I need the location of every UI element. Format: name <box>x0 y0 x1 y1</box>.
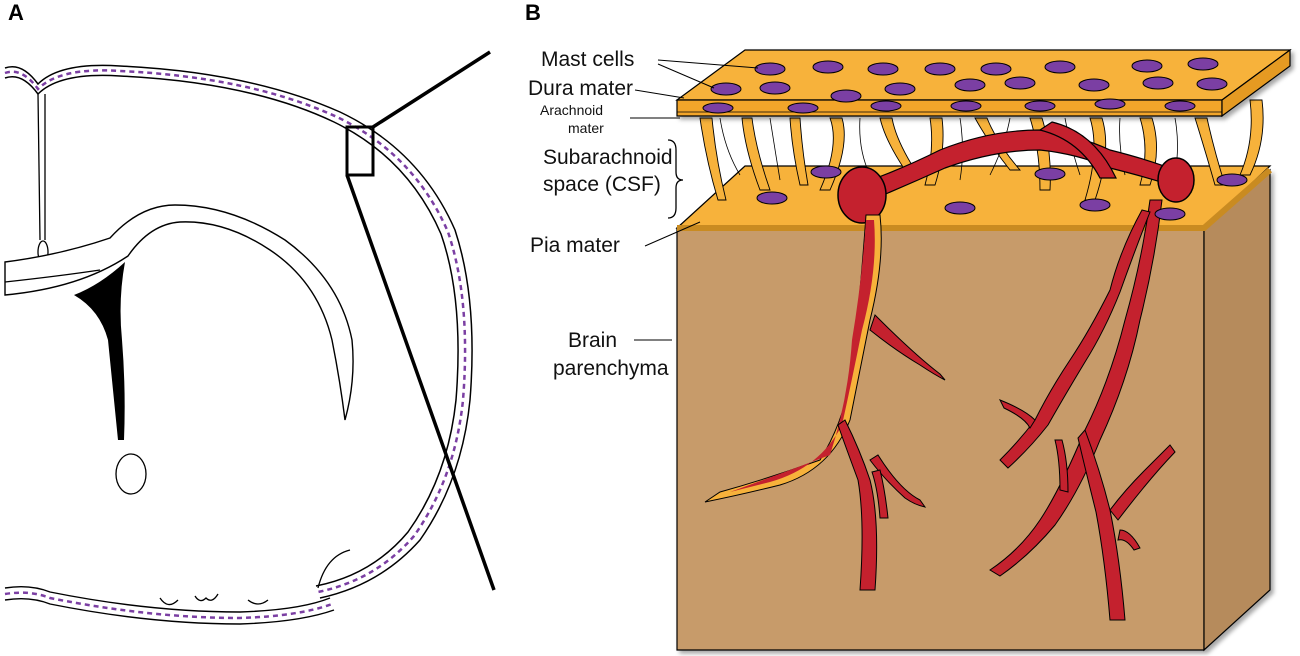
callosum-line <box>4 269 101 283</box>
label-mast-cells: Mast cells <box>541 48 634 71</box>
mast-cell <box>830 89 862 103</box>
mast-cells-dura <box>702 57 1228 114</box>
mast-cell <box>944 201 976 215</box>
label-brain-line2: parenchyma <box>553 357 669 380</box>
mast-cell <box>1079 198 1111 212</box>
vessel-cross-section-right <box>1157 157 1195 203</box>
surface-vessel-branch <box>1038 121 1117 179</box>
mast-cell <box>1094 98 1126 110</box>
mast-cell <box>702 102 734 114</box>
label-pia-mater: Pia mater <box>530 234 620 257</box>
pia-front-edge <box>677 167 1272 231</box>
mast-cell <box>950 100 982 112</box>
ventral-bulge <box>317 549 351 589</box>
mast-cell <box>1216 173 1248 187</box>
label-arachnoid-line2: mater <box>568 120 604 136</box>
label-subarachnoid-line2: space (CSF) <box>543 173 661 196</box>
small-oval-bottom <box>115 453 147 495</box>
brain-outline-inner <box>4 74 459 587</box>
mast-cell <box>1164 100 1196 112</box>
ventral-surface <box>4 585 331 613</box>
white-matter-arc <box>4 204 354 421</box>
zoom-box <box>345 125 375 177</box>
penetrating-vessel-right <box>989 199 1176 621</box>
label-brain-line1: Brain <box>568 329 617 352</box>
panel-a-letter: A <box>8 0 24 25</box>
penetrating-vessel-left <box>704 214 946 591</box>
panel-b: B <box>525 0 1292 652</box>
mast-cell <box>756 191 788 205</box>
mast-cell <box>810 165 842 179</box>
leader-pia-mater <box>644 221 701 247</box>
mast-cell <box>1154 207 1186 221</box>
mast-cell <box>812 60 844 74</box>
subarachnoid-brace <box>667 139 684 219</box>
dura-side <box>1221 48 1291 118</box>
mast-cell <box>867 62 899 76</box>
mast-cell <box>1196 77 1228 91</box>
mast-cell <box>884 82 916 96</box>
mast-cell <box>954 78 986 92</box>
label-dura-mater: Dura mater <box>528 77 633 100</box>
block-front <box>676 227 1205 651</box>
block-side <box>1203 168 1271 652</box>
mast-cell <box>1078 78 1110 92</box>
mast-cells-pia <box>756 165 1248 221</box>
dura-front <box>676 99 1223 117</box>
mast-cell <box>980 62 1012 76</box>
meninges-band <box>4 69 467 594</box>
mast-cell <box>1131 59 1163 73</box>
panel-a: A <box>4 0 496 625</box>
label-arachnoid-line1: Arachnoid <box>540 102 603 118</box>
midline <box>37 93 46 241</box>
ventral-surface-inner <box>4 597 335 625</box>
mast-cell <box>1004 76 1036 90</box>
leader-mast-cells-1 <box>657 59 759 69</box>
mast-cell <box>1024 100 1056 112</box>
mast-cell <box>759 81 791 95</box>
mast-cell <box>710 82 742 96</box>
brain-block <box>676 168 1271 652</box>
mast-cell <box>1044 60 1076 74</box>
label-subarachnoid-line1: Subarachnoid <box>543 146 673 169</box>
mast-cell <box>1142 76 1174 90</box>
leader-mast-cells-2 <box>657 63 715 89</box>
mast-cell <box>1034 167 1066 181</box>
vessel-cross-section-left <box>837 166 887 224</box>
ventral-meninges <box>4 591 333 620</box>
mast-cell <box>1187 57 1219 71</box>
mast-cell <box>787 102 819 114</box>
mast-cell <box>870 100 902 112</box>
lateral-ventricle <box>74 262 125 440</box>
zoom-line-top <box>372 50 491 129</box>
leader-dura-mater <box>634 89 685 99</box>
zoom-line-bottom <box>345 174 496 591</box>
sulci-marks <box>159 593 269 606</box>
panel-b-letter: B <box>525 0 541 25</box>
brain-outline-outer <box>4 64 473 599</box>
mast-cell <box>924 62 956 76</box>
mast-cell <box>754 62 786 76</box>
